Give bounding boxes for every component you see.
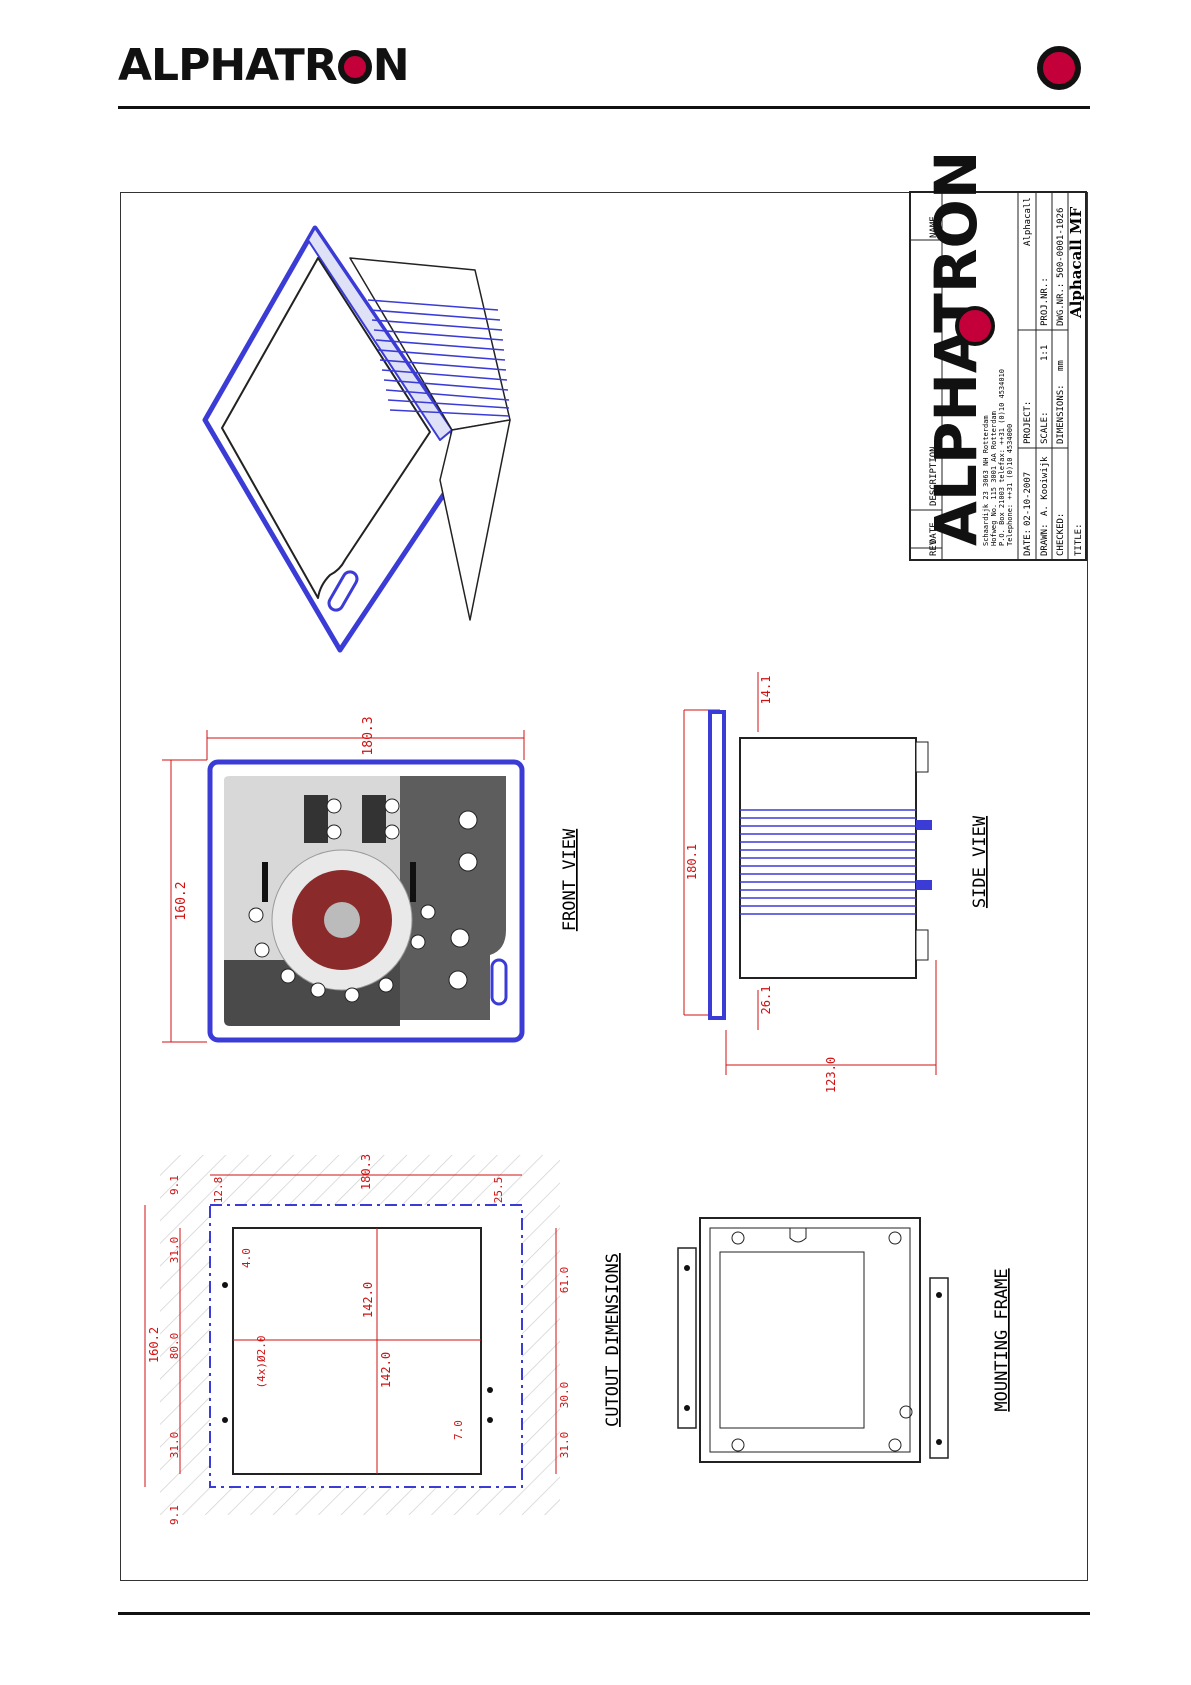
front-height-dim: 160.2 — [174, 881, 189, 920]
title-block: REV DATE DESCRIPTION NAME ALPHATRON Scha… — [909, 151, 1087, 561]
tb-checked-label: CHECKED: — [1056, 513, 1066, 556]
tb-name: NAME — [929, 216, 939, 238]
side-height-dim: 180.1 — [685, 844, 699, 880]
cut-height-dim: 160.2 — [147, 1327, 161, 1363]
tb-description: DESCRIPTION — [929, 446, 939, 506]
tb-scale-value: 1:1 — [1040, 345, 1050, 361]
cut-width-dim: 180.3 — [359, 1154, 373, 1190]
cut-70-dim: 7.0 — [452, 1420, 465, 1440]
tb-title-label: TITLE: — [1074, 523, 1084, 556]
mounting-frame-view: MOUNTING FRAME — [677, 1217, 1012, 1463]
cut-310b-dim: 31.0 — [168, 1432, 181, 1459]
drawing-frame — [120, 192, 1088, 1581]
cut-800-dim: 80.0 — [168, 1333, 181, 1360]
tb-brand: ALPHATRON — [922, 151, 990, 546]
tb-date-col: DATE — [929, 522, 939, 544]
cutout-view-label: CUTOUT DIMENSIONS — [603, 1253, 623, 1427]
side-view-label: SIDE VIEW — [970, 815, 990, 908]
tb-title-value: Alphacall MF — [1067, 206, 1085, 319]
tb-drawn-label: DRAWN: — [1040, 523, 1050, 556]
side-top-dim: 14.1 — [759, 676, 773, 705]
cut-91b-dim: 9.1 — [168, 1505, 181, 1525]
cut-310a-dim: 31.0 — [168, 1237, 181, 1264]
side-view: 180.1 14.1 26.1 123.0 SIDE VIEW — [683, 672, 990, 1093]
tb-address2: Hofweg No. 115 3001 AA Rotterdam — [990, 411, 998, 546]
header-rule — [118, 106, 1090, 109]
tb-rev: REV — [929, 539, 939, 556]
front-view: 180.3 160.2 FRONT VIEW — [162, 716, 580, 1043]
mounting-frame-label: MOUNTING FRAME — [992, 1268, 1012, 1411]
tb-address1: Schaardijk 23 3063 NH Rotterdam — [982, 415, 990, 546]
cut-255-dim: 25.5 — [492, 1177, 505, 1204]
cut-310c-dim: 31.0 — [558, 1432, 571, 1459]
tb-date-value: 02-10-2007 — [1023, 472, 1033, 526]
tb-scale-label: SCALE: — [1040, 411, 1050, 444]
cut-300-dim: 30.0 — [558, 1382, 571, 1409]
tb-address3: P.O. Box 21003 telefax: ++31 (0)10 45340… — [998, 369, 1006, 546]
tb-dwgnr-label: DWG.NR.: — [1056, 283, 1066, 326]
cut-128-dim: 12.8 — [212, 1177, 225, 1204]
tb-address4: Telephone: ++31 (0)10 4534000 — [1006, 424, 1014, 546]
cutout-view: 142.0 142.0 180.3 160.2 31.0 80.0 31.0 9… — [144, 1154, 623, 1525]
tb-dimensions-value: mm — [1056, 360, 1066, 371]
isometric-view — [202, 225, 511, 653]
tb-projnr-label: PROJ.NR.: — [1040, 277, 1050, 326]
cut-40-dim: 4.0 — [240, 1248, 253, 1268]
brand-dot-icon — [1037, 46, 1081, 90]
tb-dimensions-label: DIMENSIONS: — [1056, 384, 1066, 444]
front-view-label: FRONT VIEW — [560, 828, 580, 931]
footer-rule — [118, 1612, 1090, 1615]
cut-610-dim: 61.0 — [558, 1267, 571, 1294]
cut-91a-dim: 9.1 — [168, 1175, 181, 1195]
front-width-dim: 180.3 — [361, 716, 376, 755]
tb-project-value: Alphacall — [1023, 197, 1033, 246]
side-bottom-dim: 26.1 — [759, 986, 773, 1015]
tb-date-label: DATE: — [1023, 529, 1033, 556]
cut-inner-w-dim: 142.0 — [361, 1282, 375, 1318]
tb-logo-dot-icon — [955, 306, 995, 346]
tb-drawn-value: A. Kooiwijk — [1040, 456, 1050, 516]
cut-holes-dim: (4x)Ø2.0 — [255, 1336, 268, 1389]
tb-dwgnr-value: 500-0001-1026 — [1056, 208, 1066, 278]
tb-project-label: PROJECT: — [1023, 401, 1033, 444]
side-depth-dim: 123.0 — [824, 1057, 838, 1093]
cut-inner-h-dim: 142.0 — [379, 1352, 393, 1388]
